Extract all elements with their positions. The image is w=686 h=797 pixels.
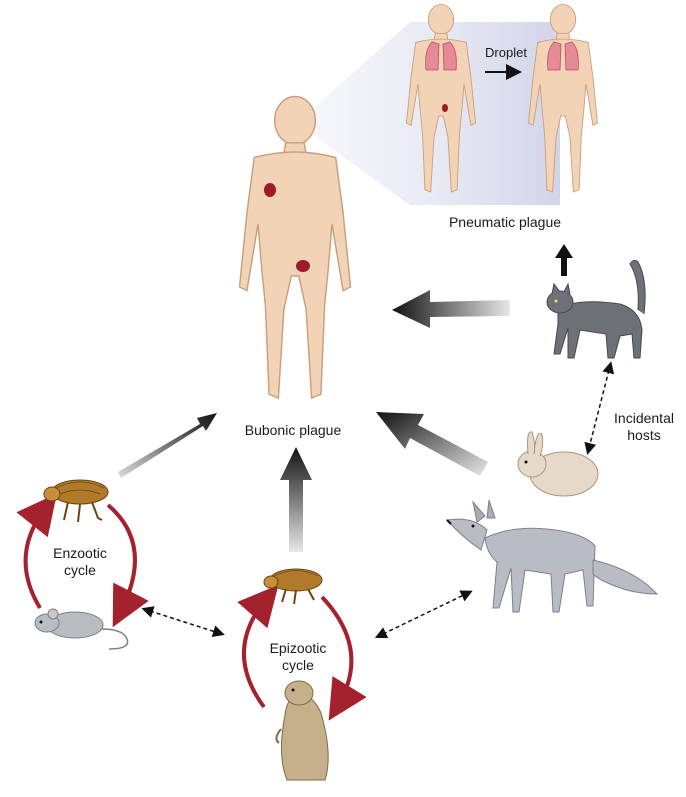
prairie-dog-icon <box>275 680 329 781</box>
epizootic-to-bubonic-arrow <box>280 447 312 552</box>
mouse-icon <box>34 608 129 650</box>
cat-to-pneumatic-arrow <box>555 244 573 276</box>
enzootic-cycle-label: Enzootic cycle <box>40 545 120 579</box>
fox-to-bubonic-arrow <box>376 412 488 476</box>
droplet-label: Droplet <box>485 45 527 60</box>
cat-icon <box>546 259 646 359</box>
enzootic-epizootic-dashed-arrow <box>141 606 225 637</box>
pneumatic-plague-label: Pneumatic plague <box>448 214 562 230</box>
epizootic-fox-dashed-arrow <box>374 590 473 639</box>
epizootic-cycle-label: Epizootic cycle <box>258 640 338 674</box>
bubo-lesion-small <box>442 104 448 112</box>
enzootic-to-bubonic-arrow <box>118 413 217 478</box>
bubo-lesion-groin <box>296 260 310 272</box>
rabbit-icon <box>517 431 599 497</box>
incidental-hosts-line1: Incidental <box>614 410 674 426</box>
epizootic-line1: Epizootic <box>269 640 327 656</box>
lungs-icon <box>425 41 457 71</box>
incidental-hosts-line2: hosts <box>627 427 661 443</box>
incidental-hosts-dashed-arrow <box>584 361 615 455</box>
bubo-lesion-axilla <box>264 183 276 197</box>
enzootic-line2: cycle <box>64 562 96 578</box>
epizootic-cycle-arrow-left <box>237 584 279 709</box>
lungs-icon <box>547 41 579 71</box>
incidental-hosts-label: Incidental hosts <box>608 410 680 444</box>
epizootic-cycle-arrow-right <box>320 595 367 721</box>
fox-icon <box>446 499 659 613</box>
flea-icon <box>263 568 323 605</box>
epizootic-line2: cycle <box>282 657 314 673</box>
enzootic-cycle-arrow-left <box>16 493 57 610</box>
enzootic-line1: Enzootic <box>53 545 107 561</box>
enzootic-cycle-arrow-right <box>106 503 149 628</box>
bubonic-plague-label: Bubonic plague <box>244 422 342 438</box>
cat-to-bubonic-arrow <box>392 290 510 328</box>
flea-icon <box>43 479 109 523</box>
